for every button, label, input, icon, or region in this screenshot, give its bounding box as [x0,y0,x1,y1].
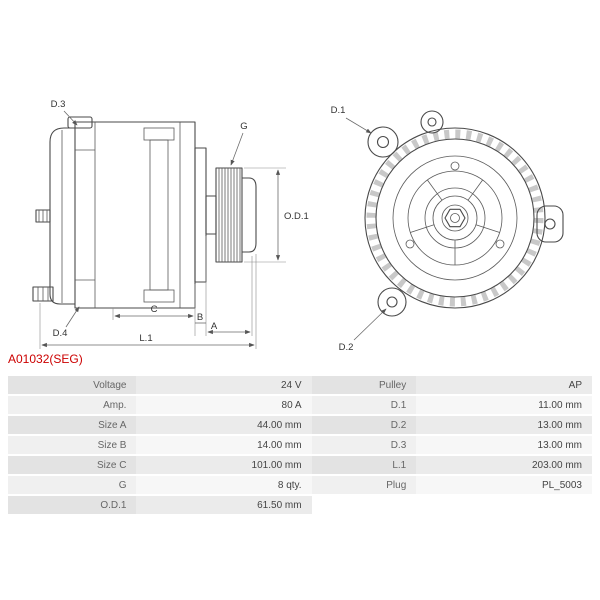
spec-row: Size B 14.00 mm D.3 13.00 mm [8,436,592,454]
dim-label-c: C [151,304,158,315]
technical-drawing: D.3 D.4 G O.D.1 C B A [32,99,564,353]
alternator-front-view: D.1 D.2 [331,105,564,353]
spec-row: Size A 44.00 mm D.2 13.00 mm [8,416,592,434]
dim-label-d4: D.4 [53,328,68,339]
dim-label-d2: D.2 [339,342,354,353]
spec-value: 13.00 mm [416,416,592,434]
spec-label [312,496,417,514]
spec-value: 13.00 mm [416,436,592,454]
dim-label-g: G [240,121,247,132]
spec-value: 11.00 mm [416,396,592,414]
spec-value: 61.50 mm [136,496,312,514]
dim-label-d3: D.3 [51,99,66,110]
spec-label: L.1 [311,456,417,474]
spec-row: Amp. 80 A D.1 11.00 mm [8,396,592,414]
spec-value: 44.00 mm [136,416,312,434]
spec-value: AP [416,376,592,394]
spec-label: D.2 [311,416,417,434]
spec-value: PL_5003 [416,476,592,494]
dim-label-a: A [211,321,218,332]
spec-row: Size C 101.00 mm L.1 203.00 mm [8,456,592,474]
spec-value: 101.00 mm [136,456,312,474]
spec-label: Pulley [311,376,417,394]
spec-table: Voltage 24 V Pulley AP Amp. 80 A D.1 11.… [8,374,592,516]
spec-value: 14.00 mm [136,436,312,454]
dim-label-b: B [197,312,203,323]
alternator-side-view: D.3 D.4 G O.D.1 C B A [32,99,309,349]
spec-label: D.3 [311,436,417,454]
spec-row: G 8 qty. Plug PL_5003 [8,476,592,494]
spec-label: Size B [8,436,137,454]
spec-value: 24 V [136,376,312,394]
spec-label: Amp. [8,396,137,414]
spec-value: 8 qty. [136,476,312,494]
spec-label: Plug [311,476,417,494]
dim-label-l1: L.1 [139,333,152,344]
part-number: A01032(SEG) [8,352,83,366]
spec-value: 80 A [136,396,312,414]
spec-label: Voltage [8,376,137,394]
spec-label: Size C [8,456,137,474]
spec-label: G [8,476,137,494]
dim-label-od1: O.D.1 [284,211,309,222]
spec-label: Size A [8,416,137,434]
spec-value: 203.00 mm [416,456,592,474]
dim-label-d1: D.1 [331,105,346,116]
spec-label: D.1 [311,396,417,414]
spec-label: O.D.1 [8,496,137,514]
spec-value [416,496,592,514]
spec-row: Voltage 24 V Pulley AP [8,376,592,394]
spec-row: O.D.1 61.50 mm [8,496,592,514]
